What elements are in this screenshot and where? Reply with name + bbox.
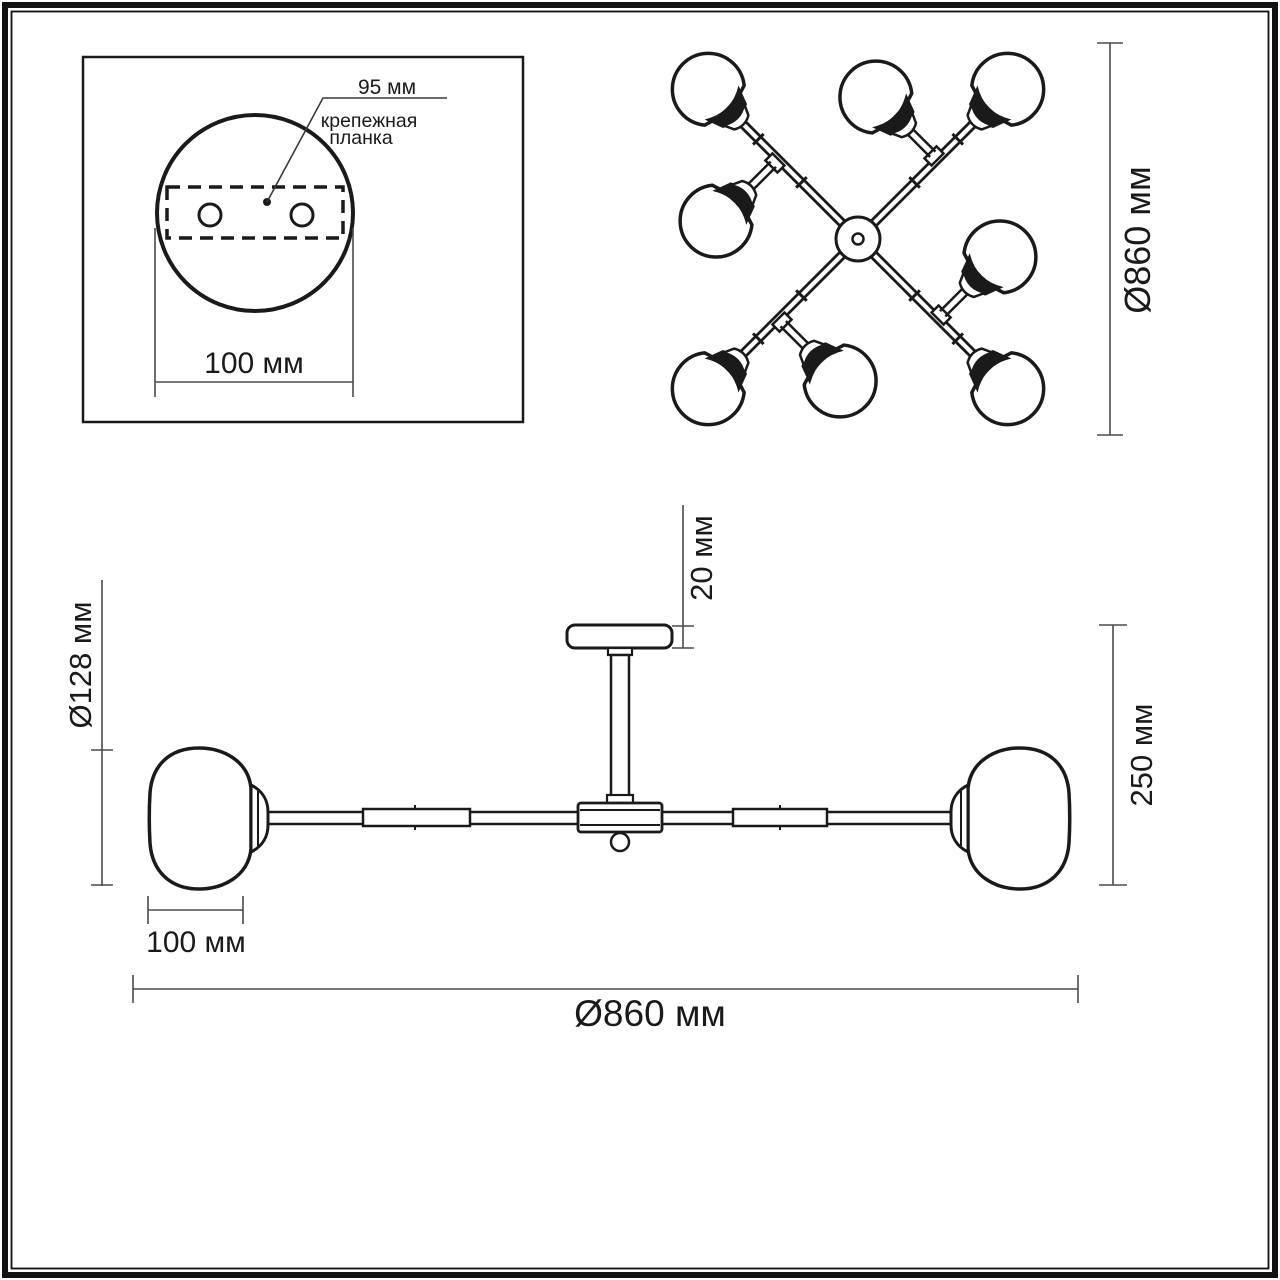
canopy-height-label: 20 мм <box>684 515 719 601</box>
top-view-diameter-label: Ø860 мм <box>1117 166 1158 314</box>
overall-diameter-label: Ø860 мм <box>574 993 726 1034</box>
shade-diameter-label: Ø128 мм <box>63 601 98 728</box>
plate-width-dimension <box>154 228 354 397</box>
bracket-label-line1: крепежная <box>321 110 418 132</box>
mounting-hole-left <box>197 202 223 228</box>
side-view-arms <box>265 805 953 830</box>
mounting-detail-box: 95 мм крепежная планка 100 мм <box>81 55 525 424</box>
hole-pitch-label: 95 мм <box>358 76 416 99</box>
detail-box-frame <box>81 55 525 424</box>
shade-width-label: 100 мм <box>146 926 246 959</box>
mounting-hole-right <box>289 202 315 228</box>
canopy-height-dimension <box>672 505 694 649</box>
overall-diameter-dimension <box>132 975 1079 1003</box>
center-knob <box>851 232 865 246</box>
top-view-frame <box>595 0 1120 502</box>
leader-line <box>266 97 447 203</box>
side-view-hub <box>576 801 664 834</box>
stem-shaft <box>609 653 631 798</box>
ceiling-canopy <box>565 623 674 650</box>
side-view: Ø128 мм 20 мм 250 мм 100 мм Ø860 мм <box>63 505 1159 1034</box>
top-view-diameter-dimension <box>1097 42 1123 436</box>
plate-width-label: 100 мм <box>204 347 304 380</box>
mounting-bracket-dashed <box>165 185 345 240</box>
canopy-circle <box>155 113 355 313</box>
shade-width-dimension <box>147 896 244 924</box>
shade-diameter-dimension <box>91 580 113 886</box>
bracket-label-line2: планка <box>329 127 393 149</box>
top-view: Ø860 мм <box>595 0 1158 502</box>
fixture-height-dimension <box>1099 624 1127 886</box>
fixture-height-label: 250 мм <box>1124 704 1159 807</box>
hub-knob <box>609 831 631 853</box>
